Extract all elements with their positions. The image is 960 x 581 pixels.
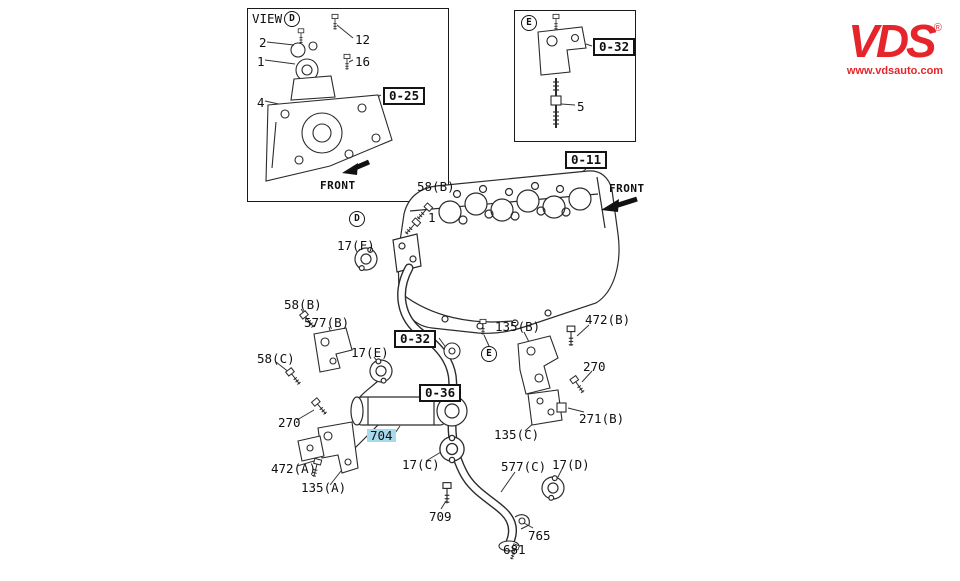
callout-16[interactable]: 16	[355, 54, 371, 69]
callout-5[interactable]: 5	[577, 99, 585, 114]
callout-17D[interactable]: 17(D)	[552, 457, 590, 472]
ref-box-0-36[interactable]: 0-36	[419, 384, 462, 402]
callout-704-highlighted[interactable]: 704	[367, 429, 396, 442]
callout-58B-left[interactable]: 58(B)	[284, 297, 322, 312]
ref-box-0-11[interactable]: 0-11	[565, 151, 608, 169]
callout-577B[interactable]: 577(B)	[304, 315, 350, 330]
callout-472B[interactable]: 472(B)	[585, 312, 631, 327]
view-marker-d-icon: D	[284, 11, 300, 27]
callout-135A[interactable]: 135(A)	[301, 480, 347, 495]
callout-681[interactable]: 681	[503, 542, 526, 557]
egr-cooler-art	[350, 380, 468, 449]
vds-logo[interactable]: VDS® www.vdsauto.com	[836, 18, 954, 77]
callout-135C[interactable]: 135(C)	[494, 427, 540, 442]
callout-4[interactable]: 4	[257, 95, 265, 110]
ref-box-0-25[interactable]: 0-25	[383, 87, 426, 105]
vds-website-url: www.vdsauto.com	[846, 65, 944, 77]
callout-2[interactable]: 2	[259, 35, 267, 50]
ref-box-0-32-inset[interactable]: 0-32	[593, 38, 636, 56]
callout-17F[interactable]: 17(F)	[337, 238, 375, 253]
front-arrows	[342, 159, 638, 212]
callout-270-left[interactable]: 270	[278, 415, 301, 430]
view-marker-e-main-icon: E	[481, 346, 497, 362]
callout-270-right[interactable]: 270	[583, 359, 606, 374]
callout-58C[interactable]: 58(C)	[257, 351, 295, 366]
callout-12[interactable]: 12	[355, 32, 371, 47]
callout-17C[interactable]: 17(C)	[402, 457, 440, 472]
registered-mark-icon: ®	[933, 22, 942, 34]
callout-1-inset[interactable]: 1	[257, 54, 265, 69]
callout-1[interactable]: 1	[428, 210, 436, 225]
callout-271B[interactable]: 271(B)	[579, 411, 625, 426]
view-marker-e-icon: E	[521, 15, 537, 31]
front-label-inset: FRONT	[320, 179, 356, 192]
front-label-main: FRONT	[609, 182, 645, 195]
vds-logo-text: VDS	[848, 15, 937, 67]
view-title: VIEW	[252, 11, 283, 26]
inset-e-art	[537, 13, 587, 128]
cylinder-head-art	[392, 170, 620, 334]
view-marker-d-main-icon: D	[349, 211, 365, 227]
inset-view-d-art	[265, 13, 393, 182]
inset-e-box	[514, 10, 636, 142]
callout-135B[interactable]: 135(B)	[495, 319, 541, 334]
callout-709[interactable]: 709	[429, 509, 452, 524]
callout-472A[interactable]: 472(A)	[271, 461, 317, 476]
callout-58B-top[interactable]: 58(B)	[417, 179, 455, 194]
ref-box-0-32-main[interactable]: 0-32	[394, 330, 437, 348]
inset-view-d-box	[247, 8, 449, 202]
callout-17E[interactable]: 17(E)	[351, 345, 389, 360]
callout-577C[interactable]: 577(C)	[501, 459, 547, 474]
callout-765[interactable]: 765	[528, 528, 551, 543]
brackets-bolts-art	[285, 202, 587, 561]
